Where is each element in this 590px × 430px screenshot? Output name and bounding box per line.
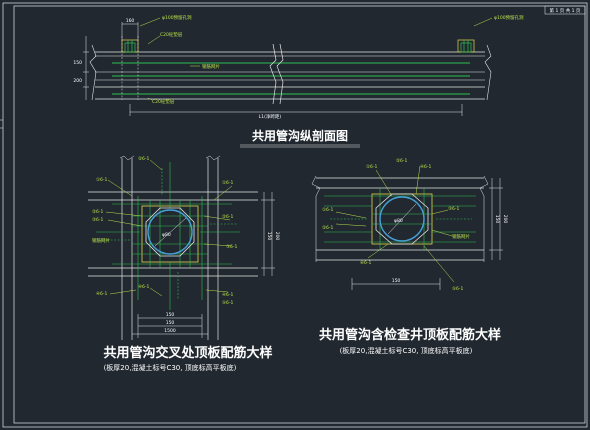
label-bottom-bar: C20砼垫层 (152, 98, 175, 105)
cross-bottom-dim-2: 150 (166, 320, 175, 326)
cross-right-label-2: ②6-1 (222, 214, 234, 220)
manhole-circle-dim: φ80 (394, 218, 403, 224)
dim-top-width: 160 (126, 18, 135, 24)
note-manhole: (板厚20,混凝土标号C30, 顶底标高平板底) (340, 346, 473, 355)
cross-side-dim-2: 200 (274, 232, 280, 241)
cross-right-label-4: ④6-1 (222, 292, 234, 298)
inner-frame (13, 5, 586, 424)
cross-left-label-3: ③6-1 (92, 217, 104, 223)
manhole-side-dim-2: 200 (502, 215, 508, 224)
dim-bottom-span: L1(净跨距) (259, 113, 282, 120)
cross-right-label-5: ⑤6-1 (222, 300, 234, 306)
cross-left-label-5: ④6-1 (96, 291, 108, 297)
manhole-bottom-dim: 150 (392, 278, 401, 284)
cross-bottom-dim-3: 1500 (164, 328, 176, 334)
cross-circle-dim: φ80 (162, 232, 171, 238)
cross-top-label-1: ②6-1 (138, 156, 150, 162)
manhole-top-label-3: ④6-1 (420, 164, 432, 170)
dim-left-1: 150 (73, 60, 82, 66)
manhole-right-label-2: 钢筋网片 (452, 233, 470, 240)
cross-left-label-4: 钢筋网片 (92, 237, 110, 244)
cross-left-label-1: ①6-1 (96, 177, 108, 183)
cross-top-label-2: ④6-1 (138, 284, 150, 290)
left-hole (121, 39, 139, 53)
dim-left-2: 200 (73, 78, 82, 84)
title-cross: 共用管沟交叉处顶板配筋大样 (103, 345, 272, 361)
cross-left-label-2: ②6-1 (92, 209, 104, 215)
cross-right-label-3: ③6-1 (226, 244, 238, 250)
manhole-bottom-label-2: ⑥6-1 (360, 260, 372, 266)
cross-manhole-circle (147, 209, 193, 255)
note-cross: (板厚20,混凝土标号C30, 顶底标高平板底) (104, 363, 237, 372)
label-mid-bar: 钢筋网片 (202, 63, 220, 70)
manhole-circle (379, 196, 425, 242)
label-hole-right: φ100预留孔洞 (494, 14, 524, 21)
manhole-top-label-1: ①6-1 (366, 164, 378, 170)
manhole-top-label-2: ②6-1 (396, 158, 408, 164)
manhole-detail: φ80 150 200 150 ①6-1 ②6-1 ③6-1 钢筋网片 ①6-1… (311, 158, 508, 292)
sheet-header: 第 1 页 共 1 页 (544, 5, 586, 15)
cross-side-dim-1: 150 (266, 232, 272, 241)
title-manhole: 共用管沟含检查井顶板配筋大样 (319, 327, 501, 343)
label-top-bar: C20砼垫层 (160, 31, 183, 38)
manhole-bottom-label-1: ⑤6-1 (452, 286, 464, 292)
right-hole (457, 39, 475, 53)
manhole-right-label-1: ③6-1 (448, 206, 460, 212)
cross-bottom-dim-1: 150 (166, 312, 175, 318)
title-section: 共用管沟纵剖面图 (252, 128, 348, 143)
label-hole-left: φ100预留孔洞 (162, 14, 192, 21)
longitudinal-section: 160 150 200 L1(净跨距) φ100预留孔洞 φ100预留孔洞 C2… (73, 14, 524, 120)
manhole-side-dim-1: 150 (494, 215, 500, 224)
cross-junction-detail: φ80 150 200 150 150 1500 ①6-1 (88, 155, 280, 340)
manhole-left-label-1: ①6-1 (322, 207, 334, 213)
sheet-number-text: 第 1 页 共 1 页 (550, 7, 581, 14)
manhole-left-label-2: ②6-1 (322, 225, 334, 231)
cross-right-label-1: ①6-1 (222, 180, 234, 186)
